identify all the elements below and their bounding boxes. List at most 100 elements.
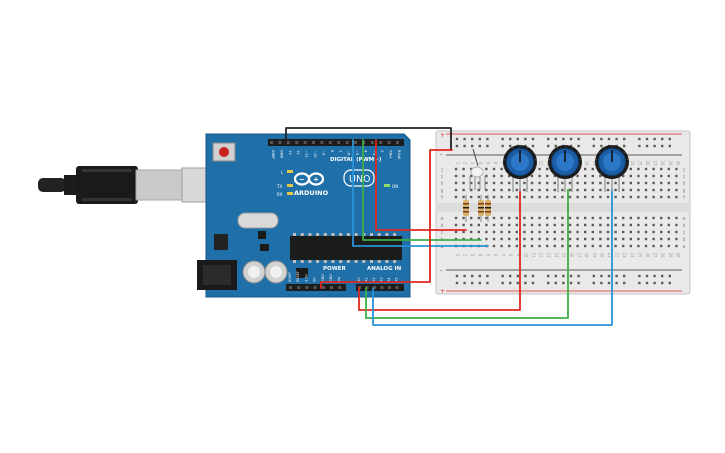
breadboard-hole[interactable]: [606, 195, 610, 199]
breadboard-hole[interactable]: [637, 188, 640, 192]
breadboard-hole[interactable]: [547, 281, 550, 285]
breadboard-hole[interactable]: [668, 281, 671, 285]
wire-a1-green[interactable]: [365, 189, 569, 319]
breadboard-hole[interactable]: [553, 244, 556, 248]
breadboard-hole[interactable]: [599, 181, 602, 185]
breadboard-hole[interactable]: [492, 181, 496, 185]
breadboard-hole[interactable]: [675, 195, 678, 199]
breadboard-hole[interactable]: [637, 216, 640, 220]
breadboard-hole[interactable]: [477, 223, 480, 227]
breadboard-hole[interactable]: [661, 144, 664, 148]
breadboard-hole[interactable]: [606, 188, 610, 192]
breadboard-hole[interactable]: [667, 223, 670, 227]
breadboard-hole[interactable]: [622, 195, 625, 199]
breadboard-hole[interactable]: [530, 181, 534, 185]
breadboard-hole[interactable]: [615, 281, 618, 285]
breadboard-hole[interactable]: [629, 195, 632, 199]
header-pin[interactable]: [286, 141, 290, 144]
breadboard-hole[interactable]: [554, 144, 557, 148]
potentiometer-1[interactable]: [503, 145, 537, 192]
breadboard-hole[interactable]: [462, 181, 465, 185]
breadboard-hole[interactable]: [599, 188, 602, 192]
breadboard-hole[interactable]: [478, 281, 481, 285]
analog-pin[interactable]: [373, 286, 376, 289]
breadboard-hole[interactable]: [576, 237, 579, 241]
breadboard-hole[interactable]: [667, 174, 670, 178]
breadboard-hole[interactable]: [629, 244, 632, 248]
breadboard-hole[interactable]: [584, 237, 587, 241]
power-pin[interactable]: [289, 286, 292, 289]
breadboard-hole[interactable]: [584, 174, 587, 178]
breadboard-hole[interactable]: [471, 137, 474, 141]
breadboard-hole[interactable]: [568, 223, 572, 227]
breadboard-hole[interactable]: [538, 223, 541, 227]
breadboard-hole[interactable]: [629, 237, 632, 241]
breadboard-hole[interactable]: [591, 244, 594, 248]
breadboard-hole[interactable]: [660, 188, 663, 192]
breadboard-hole[interactable]: [523, 181, 526, 185]
breadboard-hole[interactable]: [568, 230, 572, 234]
breadboard-hole[interactable]: [606, 230, 610, 234]
breadboard-hole[interactable]: [492, 188, 496, 192]
breadboard-hole[interactable]: [675, 174, 678, 178]
breadboard-hole[interactable]: [644, 216, 648, 220]
breadboard-hole[interactable]: [523, 237, 526, 241]
breadboard-hole[interactable]: [614, 188, 617, 192]
breadboard-hole[interactable]: [515, 216, 518, 220]
breadboard-hole[interactable]: [606, 223, 610, 227]
potentiometer-3[interactable]: [595, 145, 629, 192]
breadboard-hole[interactable]: [485, 216, 488, 220]
breadboard-hole[interactable]: [644, 230, 648, 234]
breadboard-hole[interactable]: [645, 144, 649, 148]
breadboard-hole[interactable]: [614, 244, 617, 248]
breadboard-hole[interactable]: [606, 237, 610, 241]
breadboard-hole[interactable]: [492, 174, 496, 178]
breadboard-hole[interactable]: [500, 216, 503, 220]
breadboard-hole[interactable]: [462, 216, 465, 220]
breadboard-hole[interactable]: [667, 237, 670, 241]
breadboard-hole[interactable]: [561, 181, 564, 185]
breadboard-hole[interactable]: [454, 216, 458, 220]
breadboard-hole[interactable]: [561, 188, 564, 192]
breadboard-hole[interactable]: [638, 144, 641, 148]
breadboard-hole[interactable]: [607, 281, 611, 285]
breadboard-hole[interactable]: [660, 244, 663, 248]
breadboard-hole[interactable]: [568, 188, 572, 192]
breadboard-hole[interactable]: [477, 230, 480, 234]
breadboard-hole[interactable]: [485, 237, 488, 241]
breadboard-hole[interactable]: [553, 195, 556, 199]
breadboard-hole[interactable]: [462, 230, 465, 234]
breadboard-hole[interactable]: [623, 144, 626, 148]
breadboard-hole[interactable]: [477, 188, 480, 192]
breadboard-hole[interactable]: [591, 181, 594, 185]
rgb-led[interactable]: [469, 148, 486, 190]
breadboard-hole[interactable]: [500, 167, 503, 171]
breadboard-hole[interactable]: [546, 188, 549, 192]
breadboard-hole[interactable]: [478, 144, 481, 148]
breadboard-hole[interactable]: [455, 281, 459, 285]
breadboard-hole[interactable]: [644, 223, 648, 227]
breadboard-hole[interactable]: [569, 274, 573, 278]
breadboard-hole[interactable]: [553, 223, 556, 227]
breadboard-hole[interactable]: [547, 137, 550, 141]
breadboard-hole[interactable]: [485, 174, 488, 178]
breadboard-hole[interactable]: [576, 230, 579, 234]
breadboard-hole[interactable]: [492, 230, 496, 234]
breadboard-hole[interactable]: [637, 244, 640, 248]
breadboard-hole[interactable]: [509, 274, 512, 278]
breadboard-hole[interactable]: [477, 181, 480, 185]
breadboard-hole[interactable]: [454, 195, 458, 199]
breadboard-hole[interactable]: [645, 274, 649, 278]
breadboard-hole[interactable]: [500, 244, 503, 248]
breadboard-hole[interactable]: [652, 195, 655, 199]
breadboard-hole[interactable]: [462, 237, 465, 241]
breadboard-hole[interactable]: [629, 188, 632, 192]
breadboard-hole[interactable]: [576, 195, 579, 199]
breadboard-hole[interactable]: [538, 167, 541, 171]
breadboard-hole[interactable]: [462, 188, 465, 192]
breadboard-hole[interactable]: [668, 274, 671, 278]
breadboard-hole[interactable]: [576, 223, 579, 227]
breadboard-hole[interactable]: [576, 244, 579, 248]
breadboard-hole[interactable]: [675, 237, 678, 241]
breadboard-hole[interactable]: [629, 223, 632, 227]
